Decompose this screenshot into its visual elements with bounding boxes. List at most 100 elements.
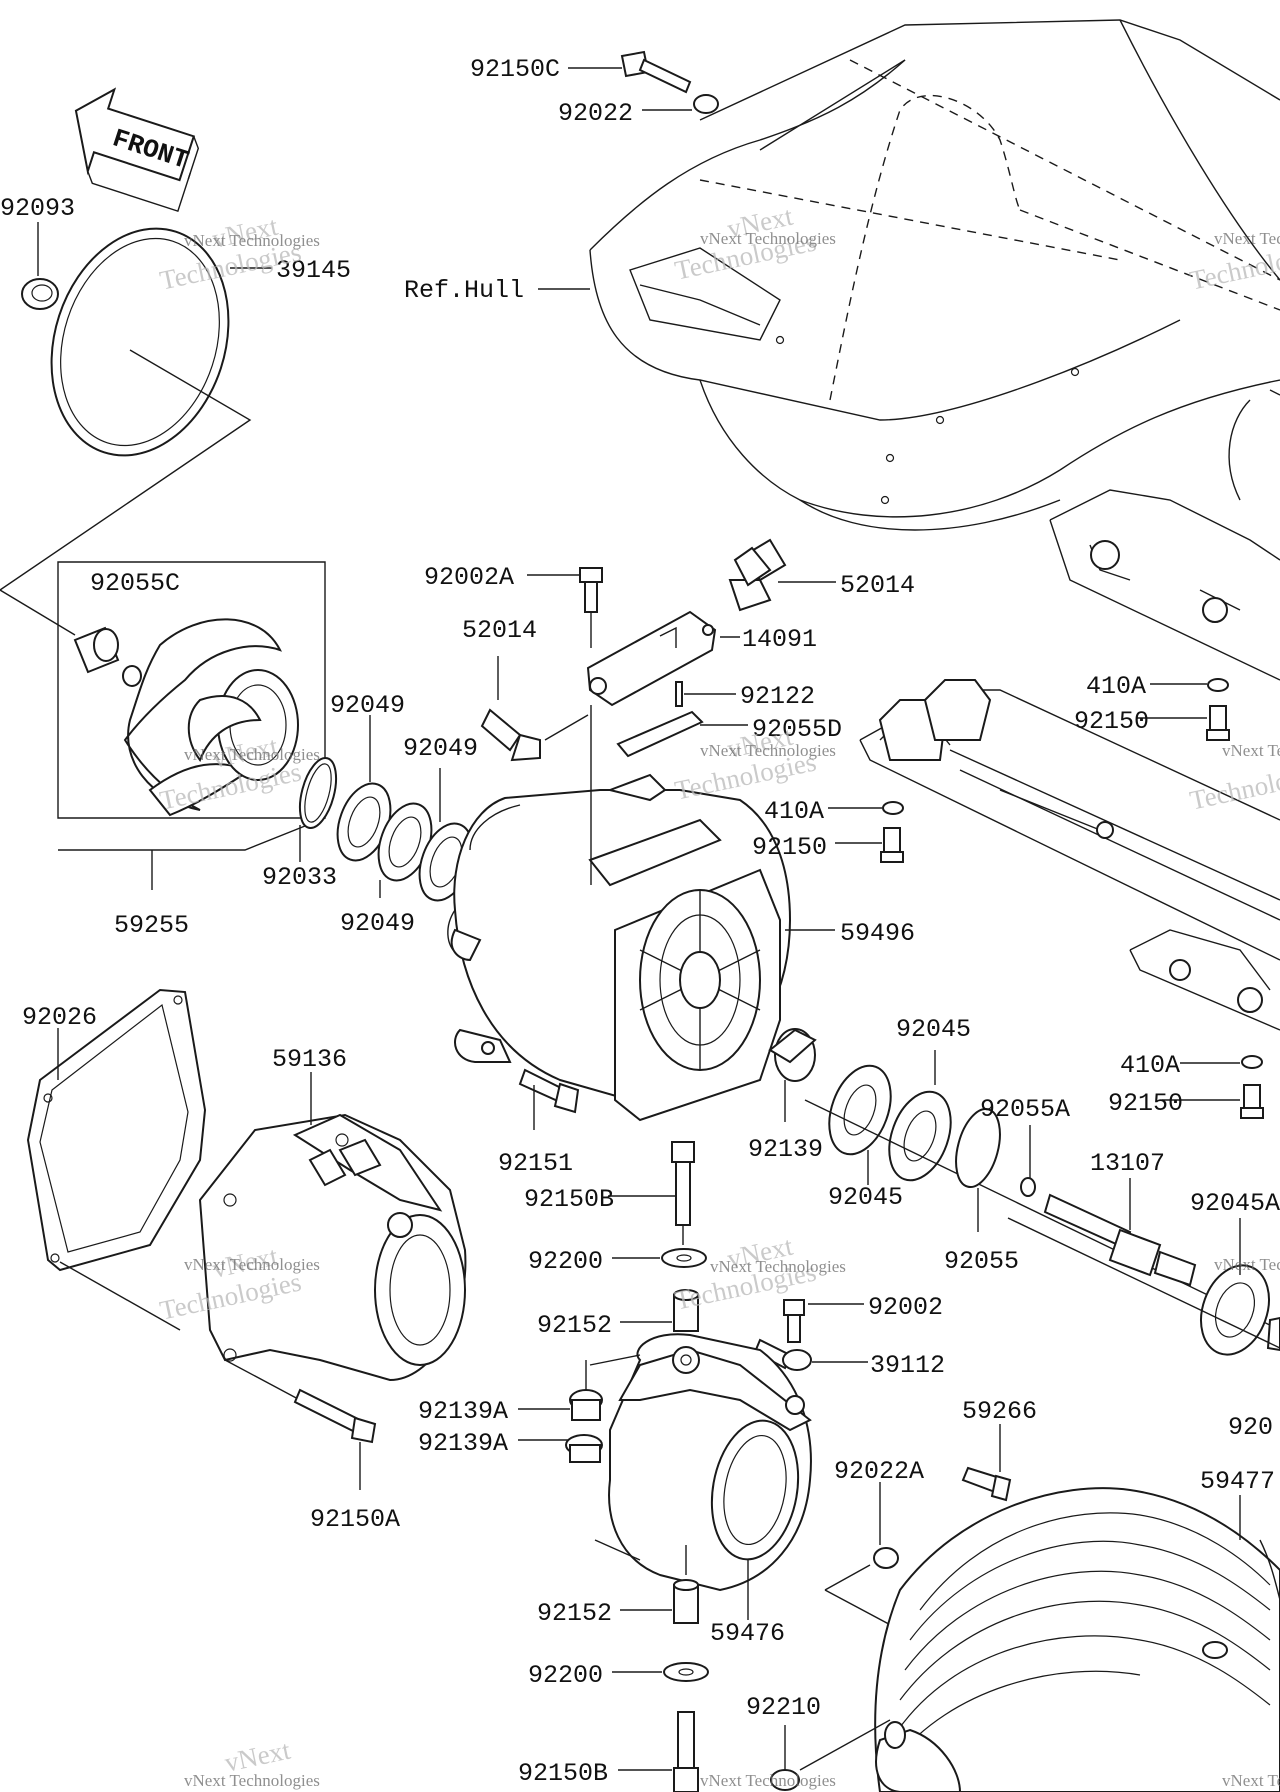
label-59266: 59266 <box>962 1397 1037 1426</box>
label-92150B-lower: 92150B <box>518 1759 608 1788</box>
part-92150B-upper-bolt <box>608 1141 695 1245</box>
part-92200-washer-upper <box>612 1248 707 1268</box>
label-14091: 14091 <box>742 625 817 654</box>
label-92200-lower: 92200 <box>528 1661 603 1690</box>
part-labels: 92150C 92022 92093 39145 Ref.Hull 92055C… <box>0 50 1280 1788</box>
part-59255-impeller <box>0 561 326 890</box>
label-92150-low: 92150 <box>1108 1089 1183 1118</box>
part-92093-seal <box>21 222 59 310</box>
label-39145: 39145 <box>276 256 351 285</box>
front-direction-arrow: FRONT <box>74 87 200 212</box>
label-92210: 92210 <box>746 1693 821 1722</box>
watermark-small: vNext Technologies <box>700 741 836 760</box>
part-92122-pin <box>675 681 736 707</box>
label-13107: 13107 <box>1090 1149 1165 1178</box>
part-59476-steering-nozzle <box>589 1333 812 1620</box>
label-92139A-lower: 92139A <box>418 1429 508 1458</box>
label-52014-right: 52014 <box>840 571 915 600</box>
label-92049-top: 92049 <box>330 691 405 720</box>
watermark-small: vNext Technologies <box>1222 1771 1280 1790</box>
label-920-partial: 920 <box>1228 1413 1273 1442</box>
label-92022: 92022 <box>558 99 633 128</box>
part-410A-92150-mounts <box>828 678 1264 1119</box>
part-92055-o-ring <box>955 1108 1001 1232</box>
watermark-small: vNext Technologies <box>700 229 836 248</box>
ride-plate-bracket <box>1049 389 1280 681</box>
label-92055A: 92055A <box>980 1095 1070 1124</box>
label-92022A: 92022A <box>834 1457 924 1486</box>
part-92055D-o-ring <box>616 710 748 758</box>
label-92002: 92002 <box>868 1293 943 1322</box>
label-59476: 59476 <box>710 1619 785 1648</box>
part-59136-steering-nozzle-cone <box>198 1072 467 1401</box>
label-39112: 39112 <box>870 1351 945 1380</box>
label-92151: 92151 <box>498 1149 573 1178</box>
part-92033-circlip <box>298 756 338 862</box>
label-59255: 59255 <box>114 911 189 940</box>
part-92151-bolt <box>518 1068 580 1130</box>
part-92022A-washer <box>824 1482 901 1631</box>
label-92150B-upper: 92150B <box>524 1185 614 1214</box>
label-92200-upper: 92200 <box>528 1247 603 1276</box>
watermark-small: vNext Technologies <box>1214 1255 1280 1274</box>
hull-outline <box>589 19 1280 531</box>
part-92026-gasket <box>26 988 207 1331</box>
label-92002A: 92002A <box>424 563 514 592</box>
part-13107-shaft <box>1043 1178 1197 1287</box>
part-92150A-bolt <box>293 1388 377 1490</box>
label-410A-top: 410A <box>1086 672 1146 701</box>
label-410A-mid: 410A <box>764 797 824 826</box>
label-92055D: 92055D <box>752 715 842 744</box>
part-92002A-bolt <box>527 567 603 648</box>
label-92033: 92033 <box>262 863 337 892</box>
part-92055A-o-ring <box>1020 1125 1036 1197</box>
watermark-small: vNext Technologies <box>700 1771 836 1790</box>
label-410A-low: 410A <box>1120 1051 1180 1080</box>
label-92152-lower: 92152 <box>537 1599 612 1628</box>
label-92150-top: 92150 <box>1074 707 1149 736</box>
label-92045-top: 92045 <box>896 1015 971 1044</box>
label-92045-low: 92045 <box>828 1183 903 1212</box>
part-52014-elbow-left <box>480 656 589 762</box>
watermark-small: vNext Technologies <box>184 745 320 764</box>
part-92045A-bearing <box>1200 1218 1280 1356</box>
label-59136: 59136 <box>272 1045 347 1074</box>
part-92210-washer <box>770 1725 800 1791</box>
part-14091-fitting-block <box>586 610 740 707</box>
watermark-line2: Technologies <box>1187 756 1280 815</box>
part-92152-bushing-lower <box>620 1579 699 1624</box>
label-92150-mid: 92150 <box>752 833 827 862</box>
part-92200-washer-lower <box>612 1662 709 1682</box>
part-59477-reverse-bucket <box>799 1487 1280 1792</box>
part-52014-elbow-right <box>728 538 836 612</box>
label-92049-low: 92049 <box>340 909 415 938</box>
label-92150A: 92150A <box>310 1505 400 1534</box>
label-92026: 92026 <box>22 1003 97 1032</box>
label-52014-left: 52014 <box>462 616 537 645</box>
part-92152-bushing-upper <box>620 1289 699 1332</box>
label-ref-hull: Ref.Hull <box>404 276 524 305</box>
watermark-small: vNext Technologies <box>1214 229 1280 248</box>
label-59496: 59496 <box>840 919 915 948</box>
label-92150C: 92150C <box>470 55 560 84</box>
part-39145-wear-ring <box>0 227 272 591</box>
label-59477: 59477 <box>1200 1467 1275 1496</box>
pump-cover-plate <box>859 679 1280 1031</box>
label-92055C: 92055C <box>90 569 180 598</box>
watermark-small: vNext Technologies <box>710 1257 846 1276</box>
part-39112-pivot <box>753 1338 868 1371</box>
label-92093: 92093 <box>0 194 75 223</box>
part-92139A-collars <box>518 1360 603 1463</box>
label-92139: 92139 <box>748 1135 823 1164</box>
part-92002-bolt <box>783 1299 864 1343</box>
part-92139-collar <box>768 1028 817 1122</box>
label-92139A-upper: 92139A <box>418 1397 508 1426</box>
label-92152-upper: 92152 <box>537 1311 612 1340</box>
watermark-small: vNext Technologies <box>184 231 320 250</box>
part-92045-bearings <box>804 1050 1280 1331</box>
label-92122: 92122 <box>740 682 815 711</box>
part-92150B-lower-bolt <box>618 1711 699 1792</box>
part-59496-pump-housing <box>447 705 835 1122</box>
part-59266-fitting <box>961 1424 1012 1502</box>
